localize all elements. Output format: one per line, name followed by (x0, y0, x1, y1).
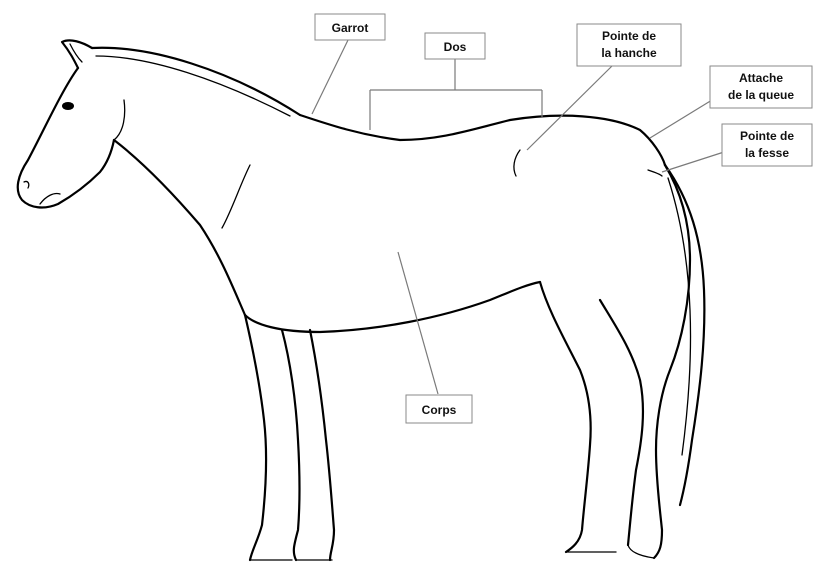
fesse-leader (662, 152, 724, 172)
fesse-text-2: la fesse (745, 146, 789, 160)
label-pointe-de-la-hanche: Pointe de la hanche (527, 24, 681, 150)
label-corps: Corps (398, 252, 472, 423)
label-pointe-de-la-fesse: Pointe de la fesse (662, 124, 812, 172)
queue-leader (650, 100, 712, 138)
dos-text: Dos (444, 40, 467, 54)
queue-text-1: Attache (739, 71, 783, 85)
garrot-text: Garrot (332, 21, 369, 35)
garrot-leader (312, 38, 349, 114)
label-garrot: Garrot (312, 14, 385, 114)
hanche-leader (527, 66, 612, 150)
queue-text-2: de la queue (728, 88, 794, 102)
horse-illustration (18, 40, 705, 560)
corps-text: Corps (422, 403, 457, 417)
hanche-text-1: Pointe de (602, 29, 656, 43)
label-dos: Dos (370, 33, 542, 130)
fesse-text-1: Pointe de (740, 129, 794, 143)
hanche-text-2: la hanche (601, 46, 657, 60)
